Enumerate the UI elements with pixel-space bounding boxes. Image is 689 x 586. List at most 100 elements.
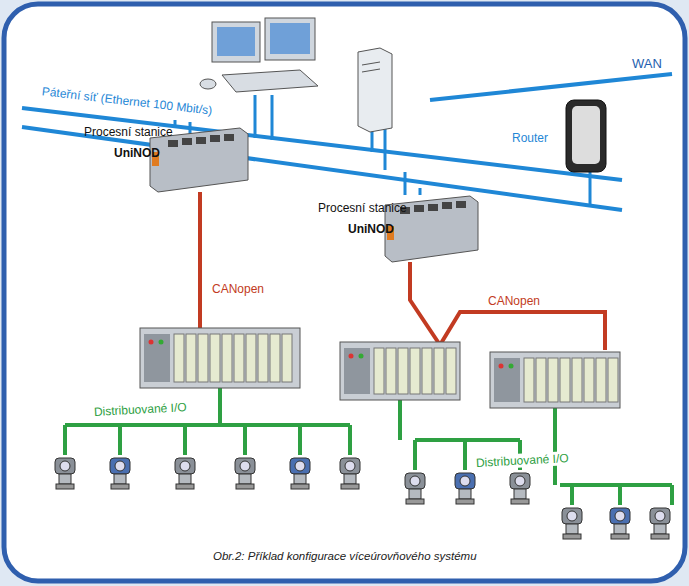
io-module bbox=[422, 348, 432, 394]
transmitter-face bbox=[655, 511, 665, 521]
router-node: Router bbox=[512, 132, 564, 145]
process-station: Procesní staniceUniNOD bbox=[318, 202, 409, 236]
panel-frame bbox=[4, 4, 685, 581]
bus-label: CANopen bbox=[486, 294, 542, 308]
io-rack bbox=[340, 342, 460, 400]
transmitter bbox=[110, 458, 130, 474]
led bbox=[499, 364, 504, 369]
rack-psu bbox=[144, 334, 170, 382]
transmitter-body bbox=[514, 489, 526, 499]
led bbox=[159, 340, 164, 345]
transmitter bbox=[340, 458, 360, 474]
wan-line bbox=[430, 74, 672, 100]
transmitter-body bbox=[614, 524, 626, 534]
node-name: UniNOD bbox=[84, 147, 175, 160]
io-module bbox=[536, 358, 546, 402]
transmitter-body bbox=[179, 474, 191, 484]
canopen-bus bbox=[200, 192, 605, 350]
transmitter-face bbox=[345, 461, 355, 471]
transmitter-face bbox=[567, 511, 577, 521]
transmitter bbox=[175, 458, 195, 474]
node-title: Procesní stanice bbox=[318, 202, 409, 215]
transmitter bbox=[55, 458, 75, 474]
backbone-line bbox=[22, 127, 622, 210]
io-module bbox=[548, 358, 558, 402]
transmitter-face bbox=[615, 511, 625, 521]
io-module bbox=[222, 334, 232, 382]
transmitter-face bbox=[295, 461, 305, 471]
transmitter bbox=[562, 508, 582, 524]
transmitter bbox=[510, 473, 530, 489]
io-module bbox=[246, 334, 256, 382]
transmitter-face bbox=[240, 461, 250, 471]
server bbox=[358, 48, 392, 132]
io-module bbox=[524, 358, 534, 402]
io-module bbox=[584, 358, 594, 402]
workstation bbox=[200, 18, 318, 92]
transmitter-body bbox=[239, 474, 251, 484]
io-module bbox=[434, 348, 444, 394]
network-label: WAN bbox=[630, 56, 664, 71]
io-module bbox=[608, 358, 618, 402]
transmitter-body bbox=[114, 474, 126, 484]
transmitter-face bbox=[460, 476, 470, 486]
io-module bbox=[398, 348, 408, 394]
io-module bbox=[270, 334, 280, 382]
io-module bbox=[596, 358, 606, 402]
node-title: Procesní stanice bbox=[84, 126, 175, 139]
process-flange bbox=[236, 484, 254, 489]
io-module bbox=[186, 334, 196, 382]
process-station: Procesní staniceUniNOD bbox=[84, 126, 175, 160]
io-module bbox=[210, 334, 220, 382]
process-flange bbox=[176, 484, 194, 489]
transmitter-face bbox=[115, 461, 125, 471]
io-rack bbox=[140, 328, 300, 388]
process-flange bbox=[456, 499, 474, 504]
transmitter-body bbox=[59, 474, 71, 484]
transmitter-body bbox=[409, 489, 421, 499]
process-flange bbox=[111, 484, 129, 489]
process-flange bbox=[651, 534, 669, 539]
io-module bbox=[174, 334, 184, 382]
transmitter bbox=[405, 473, 425, 489]
transmitter-face bbox=[180, 461, 190, 471]
transmitter-body bbox=[654, 524, 666, 534]
process-flange bbox=[406, 499, 424, 504]
io-module bbox=[258, 334, 268, 382]
router bbox=[566, 100, 606, 172]
process-flange bbox=[511, 499, 529, 504]
transmitter bbox=[455, 473, 475, 489]
bus-label: CANopen bbox=[210, 282, 266, 296]
io-rack bbox=[490, 352, 620, 408]
transmitter-body bbox=[566, 524, 578, 534]
io-racks bbox=[140, 328, 620, 408]
io-module bbox=[560, 358, 570, 402]
io-module bbox=[282, 334, 292, 382]
transmitter-body bbox=[294, 474, 306, 484]
transmitter-face bbox=[515, 476, 525, 486]
transmitter bbox=[290, 458, 310, 474]
io-module bbox=[410, 348, 420, 394]
field-instruments bbox=[55, 458, 670, 539]
node-name: UniNOD bbox=[318, 223, 409, 236]
process-flange bbox=[341, 484, 359, 489]
rack-psu bbox=[494, 358, 520, 402]
led bbox=[349, 354, 354, 359]
transmitter-face bbox=[410, 476, 420, 486]
transmitter bbox=[235, 458, 255, 474]
figure-caption: Obr.2: Příklad konfigurace víceúrovňovéh… bbox=[213, 550, 477, 562]
transmitter-body bbox=[459, 489, 471, 499]
process-flange bbox=[56, 484, 74, 489]
transmitter bbox=[610, 508, 630, 524]
transmitter-face bbox=[60, 461, 70, 471]
io-module bbox=[446, 348, 456, 394]
process-flange bbox=[563, 534, 581, 539]
io-module bbox=[198, 334, 208, 382]
io-module bbox=[374, 348, 384, 394]
process-flange bbox=[611, 534, 629, 539]
io-module bbox=[386, 348, 396, 394]
led bbox=[149, 340, 154, 345]
transmitter-body bbox=[344, 474, 356, 484]
